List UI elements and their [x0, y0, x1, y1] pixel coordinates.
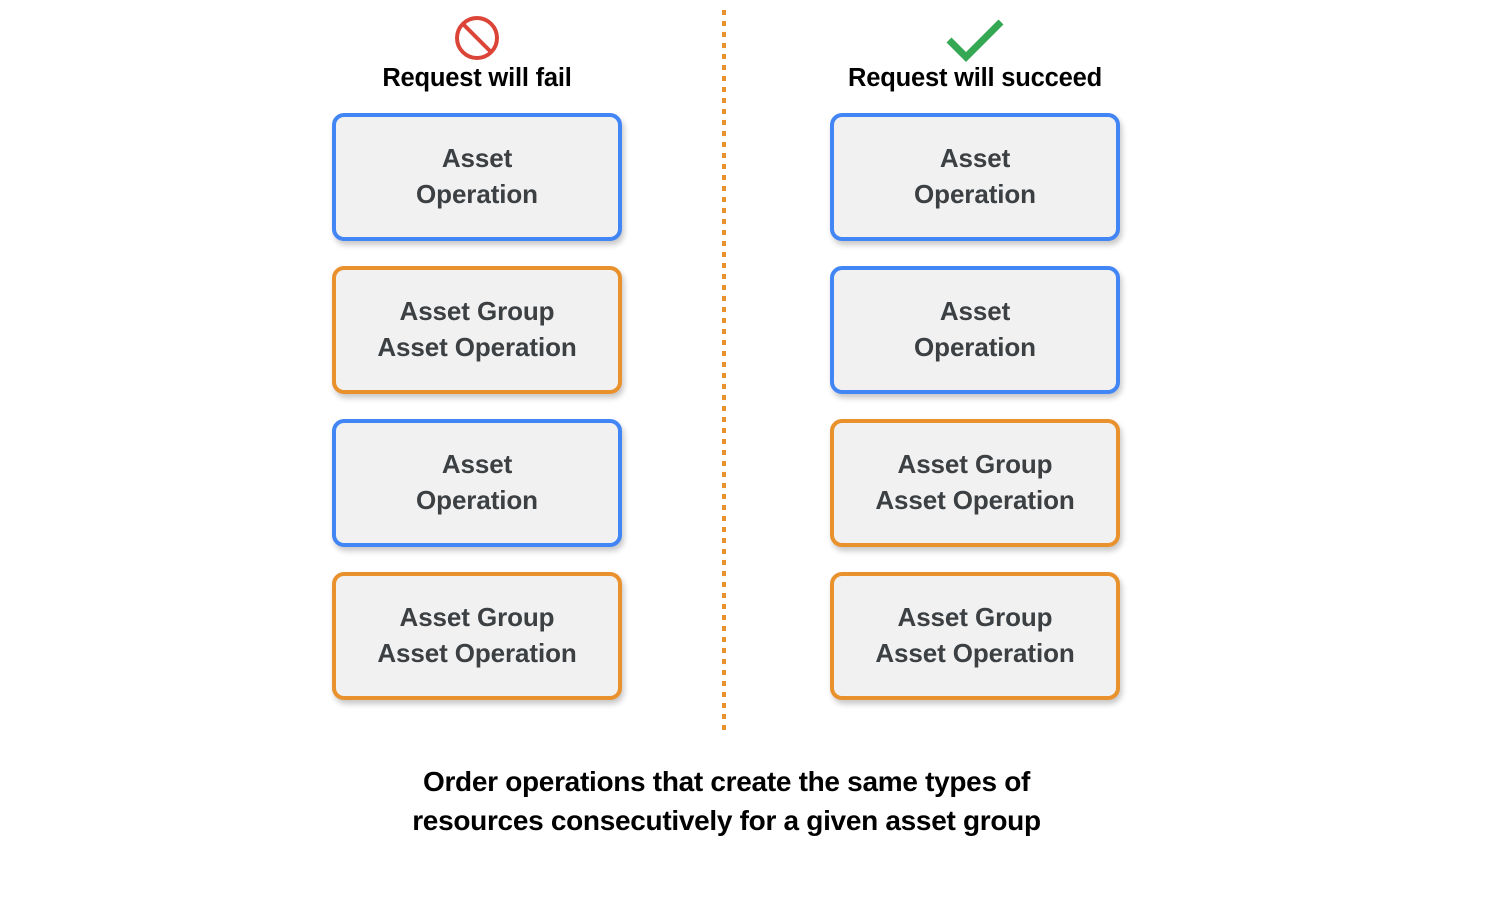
operation-box-label: Asset Group Asset Operation: [377, 602, 577, 668]
operation-box[interactable]: Asset Operation: [830, 266, 1120, 394]
operation-box-label: Asset Group Asset Operation: [377, 296, 577, 362]
check-icon: [830, 14, 1120, 62]
operation-box-label: Asset Operation: [416, 449, 538, 515]
column-header-fail: Request will fail: [332, 14, 622, 93]
diagram-caption: Order operations that create the same ty…: [412, 766, 1041, 836]
vertical-dotted-divider: [722, 10, 726, 736]
operation-box-label: Asset Operation: [416, 143, 538, 209]
operation-box[interactable]: Asset Group Asset Operation: [332, 572, 622, 700]
operation-box-label: Asset Group Asset Operation: [875, 602, 1075, 668]
column-title-succeed: Request will succeed: [848, 64, 1102, 92]
operation-box[interactable]: Asset Operation: [830, 113, 1120, 241]
operation-box-label: Asset Group Asset Operation: [875, 449, 1075, 515]
operation-box[interactable]: Asset Group Asset Operation: [830, 419, 1120, 547]
column-header-succeed: Request will succeed: [830, 14, 1120, 93]
operation-stack-fail: Asset Operation Asset Group Asset Operat…: [332, 113, 622, 725]
prohibition-icon: [332, 14, 622, 62]
operation-box-label: Asset Operation: [914, 143, 1036, 209]
column-title-fail: Request will fail: [382, 64, 572, 92]
operation-box-label: Asset Operation: [914, 296, 1036, 362]
operation-box[interactable]: Asset Group Asset Operation: [332, 266, 622, 394]
operation-box[interactable]: Asset Operation: [332, 113, 622, 241]
operation-box[interactable]: Asset Group Asset Operation: [830, 572, 1120, 700]
operation-stack-succeed: Asset Operation Asset Operation Asset Gr…: [830, 113, 1120, 725]
operation-box[interactable]: Asset Operation: [332, 419, 622, 547]
